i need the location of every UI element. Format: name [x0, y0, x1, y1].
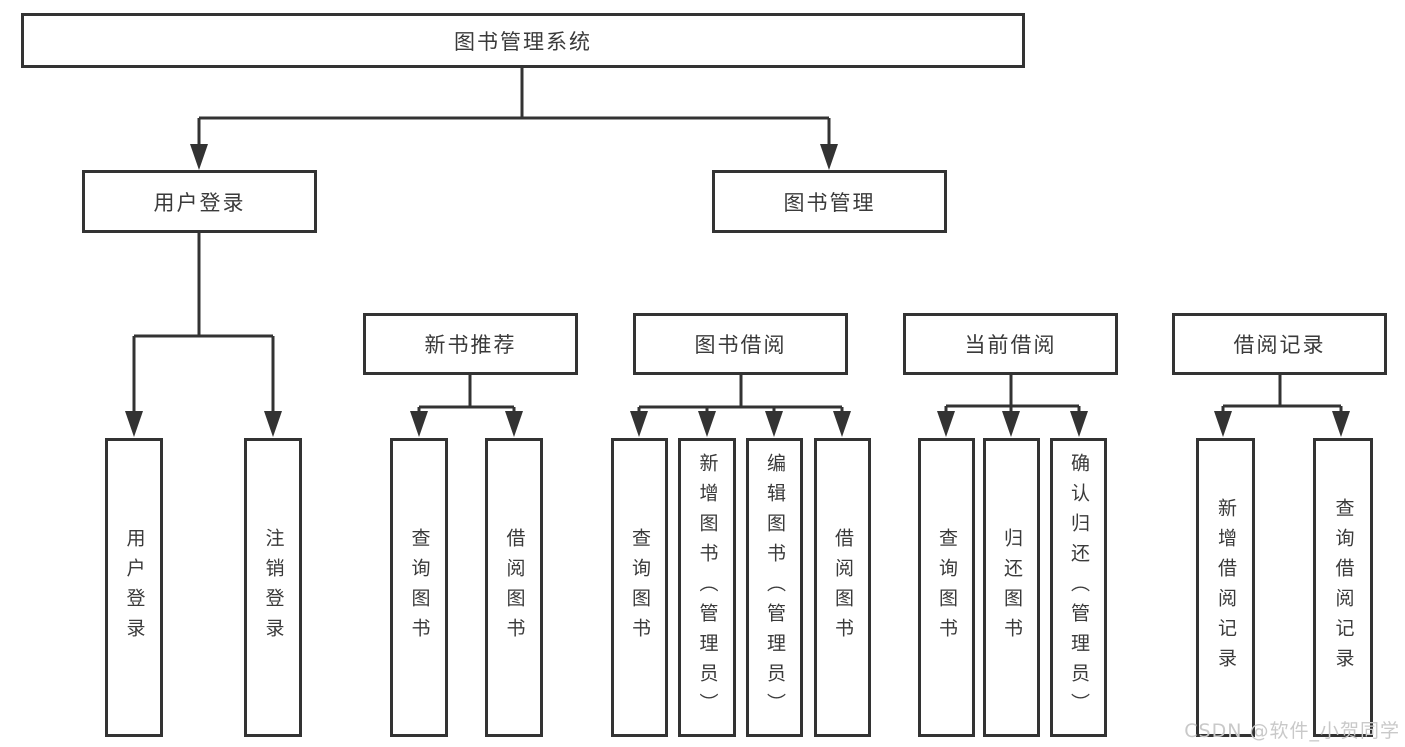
- node-label: 借阅图书: [832, 527, 854, 648]
- arrow-down-icon: [264, 411, 282, 437]
- node-user-login: 用户登录: [82, 170, 317, 233]
- leaf-query-borrowing-record: 查询借阅记录: [1313, 438, 1373, 737]
- node-label: 编辑图书（管理员）: [764, 452, 786, 723]
- arrow-down-icon: [820, 144, 838, 170]
- leaf-user-login: 用户登录: [105, 438, 163, 737]
- leaf-query-books-current: 查询图书: [918, 438, 975, 737]
- node-label: 查询图书: [408, 527, 431, 648]
- node-label: 用户登录: [153, 190, 246, 215]
- node-label: 借阅记录: [1233, 333, 1326, 357]
- node-library-management-system: 图书管理系统: [21, 13, 1025, 68]
- arrow-down-icon: [1070, 411, 1088, 437]
- leaf-add-books-admin: 新增图书（管理员）: [678, 438, 736, 737]
- leaf-confirm-return-admin: 确认归还（管理员）: [1050, 438, 1107, 737]
- arrow-down-icon: [698, 411, 716, 437]
- arrow-down-icon: [410, 411, 428, 437]
- node-label: 新增借阅记录: [1215, 497, 1237, 678]
- node-label: 新增图书（管理员）: [696, 452, 719, 723]
- node-new-book-recommendation: 新书推荐: [363, 313, 578, 375]
- leaf-borrow-books: 借阅图书: [814, 438, 871, 737]
- arrow-down-icon: [190, 144, 208, 170]
- arrow-down-icon: [765, 411, 783, 437]
- node-book-management: 图书管理: [712, 170, 947, 233]
- arrow-down-icon: [1332, 411, 1350, 437]
- node-label: 图书管理系统: [454, 29, 592, 54]
- leaf-edit-books-admin: 编辑图书（管理员）: [746, 438, 803, 737]
- arrow-down-icon: [125, 411, 143, 437]
- node-label: 图书管理: [783, 190, 876, 215]
- node-label: 查询图书: [936, 527, 958, 648]
- leaf-logout: 注销登录: [244, 438, 302, 737]
- arrow-down-icon: [833, 411, 851, 437]
- arrow-down-icon: [937, 411, 955, 437]
- node-label: 注销登录: [262, 527, 285, 648]
- arrow-down-icon: [1214, 411, 1232, 437]
- node-label: 借阅图书: [503, 527, 526, 648]
- leaf-query-books-recommend: 查询图书: [390, 438, 448, 737]
- node-current-borrowing: 当前借阅: [903, 313, 1118, 375]
- leaf-return-books: 归还图书: [983, 438, 1040, 737]
- node-label: 查询借阅记录: [1332, 497, 1355, 678]
- node-label: 查询图书: [629, 527, 651, 648]
- node-label: 图书借阅: [694, 333, 787, 357]
- leaf-borrow-books-recommend: 借阅图书: [485, 438, 543, 737]
- node-book-borrowing: 图书借阅: [633, 313, 848, 375]
- node-label: 确认归还（管理员）: [1068, 452, 1090, 723]
- arrow-down-icon: [505, 411, 523, 437]
- node-label: 用户登录: [123, 527, 146, 648]
- node-label: 归还图书: [1001, 527, 1023, 648]
- node-label: 当前借阅: [964, 333, 1057, 357]
- arrow-down-icon: [1002, 411, 1020, 437]
- node-label: 新书推荐: [424, 333, 517, 357]
- watermark: CSDN @软件_小贺同学: [1184, 720, 1400, 742]
- node-borrowing-records: 借阅记录: [1172, 313, 1387, 375]
- leaf-add-borrowing-record: 新增借阅记录: [1196, 438, 1255, 737]
- leaf-query-books-borrowing: 查询图书: [611, 438, 668, 737]
- arrow-down-icon: [630, 411, 648, 437]
